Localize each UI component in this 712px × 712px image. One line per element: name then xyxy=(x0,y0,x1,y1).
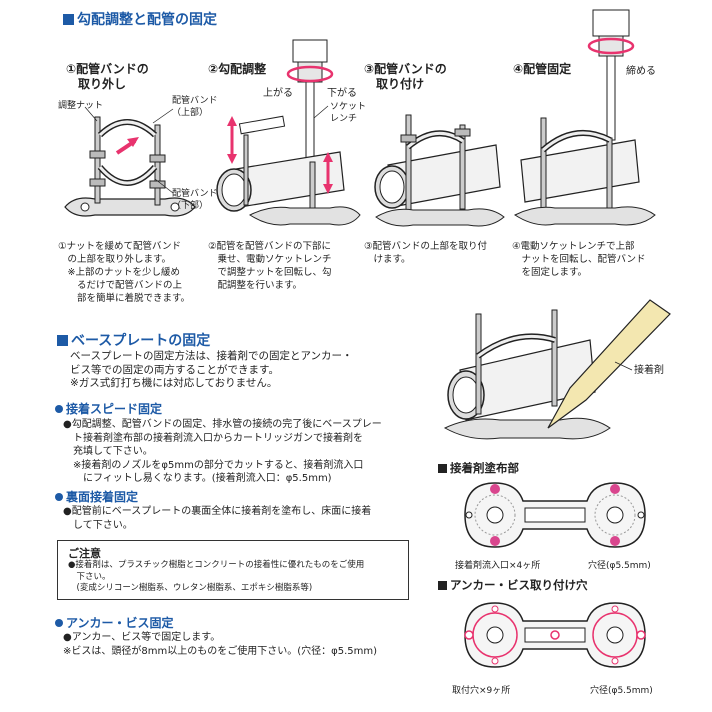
label-tighten: 締める xyxy=(626,66,656,77)
back-body: ●配管前にベースプレートの裏面全体に接着剤を塗布し、床面に接着 して下さい。 xyxy=(63,506,372,531)
anchor-hole-label: 穴径(φ5.5mm) xyxy=(590,686,653,696)
step3-desc: ③配管バンドの上部を取り付 けます。 xyxy=(364,241,487,265)
heading-square-icon xyxy=(438,580,447,590)
step1-title: ①配管バンドの 取り外し xyxy=(66,62,149,91)
bullet-dot-icon xyxy=(55,492,63,501)
adhesive-illustration xyxy=(443,299,671,440)
label-band-bottom: 配管バンド （下部） xyxy=(172,189,218,211)
notice-body: ●接着剤は、プラスチック樹脂とコンクリートの接着性に優れたものをご使用 下さい。… xyxy=(68,560,365,593)
subheading-back: 裏面接着固定 xyxy=(55,488,138,505)
step2-title: ②勾配調整 xyxy=(208,62,267,76)
bullet-dot-icon xyxy=(55,618,63,627)
anchor-body: ●アンカー、ビス等で固定します。 ※ビスは、頭径が8mm以上のものをご使用下さい… xyxy=(63,632,378,657)
step4-illustration xyxy=(513,9,656,226)
step3-illustration xyxy=(374,114,505,227)
subheading-anchor: アンカー・ビス固定 xyxy=(55,614,174,631)
notice-title: ご注意 xyxy=(68,547,101,560)
baseplate-intro: ベースプレートの固定方法は、接着剤での固定とアンカー・ ビス等での固定の両方する… xyxy=(70,350,353,389)
label-down: 下がる xyxy=(327,88,357,99)
label-band-top: 配管バンド （上部） xyxy=(172,96,218,118)
label-adjust-nut: 調整ナット xyxy=(58,101,104,111)
heading-square-icon xyxy=(63,13,74,25)
step4-title: ④配管固定 xyxy=(513,62,572,76)
label-up: 上がる xyxy=(263,88,293,99)
anchor-holes-label: 取付穴×9ヶ所 xyxy=(452,686,511,696)
step2-desc: ②配管を配管バンドの下部に 乗せ、電動ソケットレンチ で調整ナットを回転し、勾 … xyxy=(208,241,332,291)
step4-desc: ④電動ソケットレンチで上部 ナットを回転し、配管バンド を固定します。 xyxy=(512,241,646,278)
glue-hole-label: 穴径(φ5.5mm) xyxy=(588,561,651,571)
glue-figure-title: 接着剤塗布部 xyxy=(438,460,519,476)
label-adhesive: 接着剤 xyxy=(634,365,664,376)
glue-plate-diagram xyxy=(464,482,646,548)
glue-inlet-label: 接着剤流入口×4ヶ所 xyxy=(455,561,541,571)
notice-box: ご注意 ●接着剤は、プラスチック樹脂とコンクリートの接着性に優れたものをご使用 … xyxy=(57,540,409,600)
anchor-plate-diagram xyxy=(464,602,646,668)
bullet-dot-icon xyxy=(55,404,63,413)
step2-illustration xyxy=(216,39,361,226)
step3-title: ③配管バンドの 取り付け xyxy=(364,62,447,91)
step1-desc: ①ナットを緩めて配管バンド の上部を取り外します。 ※上部のナットを少し緩め る… xyxy=(58,241,191,304)
label-socket-wrench: ソケット レンチ xyxy=(330,102,367,124)
heading-square-icon xyxy=(57,334,68,346)
section-title-baseplate: ベースプレートの固定 xyxy=(57,330,210,350)
anchor-figure-title: アンカー・ビス取り付け穴 xyxy=(438,577,588,593)
subheading-speed: 接着スピード固定 xyxy=(55,400,162,417)
heading-square-icon xyxy=(438,463,447,473)
step1-illustration xyxy=(64,106,196,217)
section-title-gradient: 勾配調整と配管の固定 xyxy=(63,9,217,29)
speed-body: ●勾配調整、配管バンドの固定、排水管の接続の完了後にベースプレー ト接着剤塗布部… xyxy=(63,419,382,484)
